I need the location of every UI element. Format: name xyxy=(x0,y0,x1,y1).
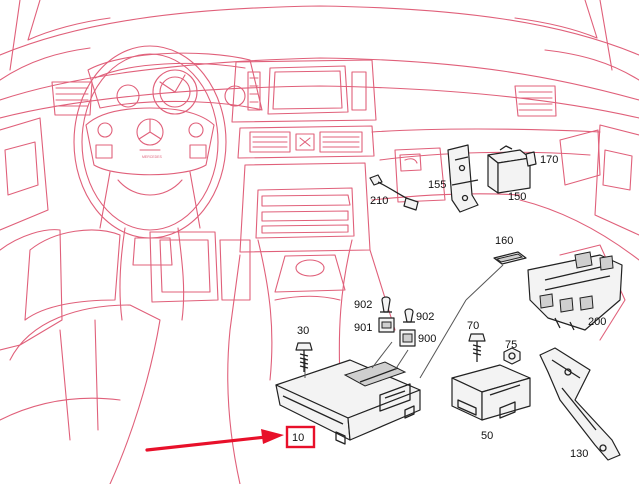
label-part-900[interactable]: 900 xyxy=(418,333,436,345)
label-part-10[interactable]: 10 xyxy=(292,432,304,444)
part-10-control-unit[interactable] xyxy=(275,359,421,445)
part-75-nut[interactable] xyxy=(503,347,521,365)
label-part-170[interactable]: 170 xyxy=(540,154,558,166)
label-part-210[interactable]: 210 xyxy=(370,195,388,207)
part-130-bracket[interactable] xyxy=(539,347,621,461)
part-callouts: 10 30 50 70 75 130 150 155 160 170 200 2… xyxy=(292,154,606,460)
part-150-module[interactable] xyxy=(487,145,531,194)
part-210-sensor[interactable] xyxy=(369,174,419,211)
label-part-901[interactable]: 901 xyxy=(354,322,372,334)
label-part-155[interactable]: 155 xyxy=(428,179,446,191)
leader-lines xyxy=(304,264,504,379)
part-70-bolt[interactable] xyxy=(468,333,486,362)
part-170-clip[interactable] xyxy=(525,151,537,167)
label-part-150[interactable]: 150 xyxy=(508,191,526,203)
part-50-module[interactable] xyxy=(451,364,531,421)
label-part-30[interactable]: 30 xyxy=(297,325,309,337)
part-900-connector[interactable] xyxy=(399,329,416,347)
part-200-fuse-box[interactable] xyxy=(527,251,623,331)
label-part-70[interactable]: 70 xyxy=(467,320,479,332)
label-part-200[interactable]: 200 xyxy=(588,316,606,328)
steering-wheel-brand-text: MERCEDES xyxy=(142,155,163,159)
part-902-left-terminal[interactable] xyxy=(380,296,392,313)
part-30-bolt[interactable] xyxy=(295,342,313,372)
highlight-box xyxy=(285,425,316,449)
part-160-cover[interactable] xyxy=(493,251,527,265)
label-part-160[interactable]: 160 xyxy=(495,235,513,247)
part-901-connector[interactable] xyxy=(378,317,395,333)
highlight-arrow xyxy=(145,429,284,452)
part-155-bracket[interactable] xyxy=(447,144,479,213)
part-902-right-terminal[interactable] xyxy=(403,308,415,323)
label-part-130[interactable]: 130 xyxy=(570,448,588,460)
label-part-50[interactable]: 50 xyxy=(481,430,493,442)
label-part-902-right[interactable]: 902 xyxy=(416,311,434,323)
label-part-75[interactable]: 75 xyxy=(505,339,517,351)
label-part-902-left[interactable]: 902 xyxy=(354,299,372,311)
